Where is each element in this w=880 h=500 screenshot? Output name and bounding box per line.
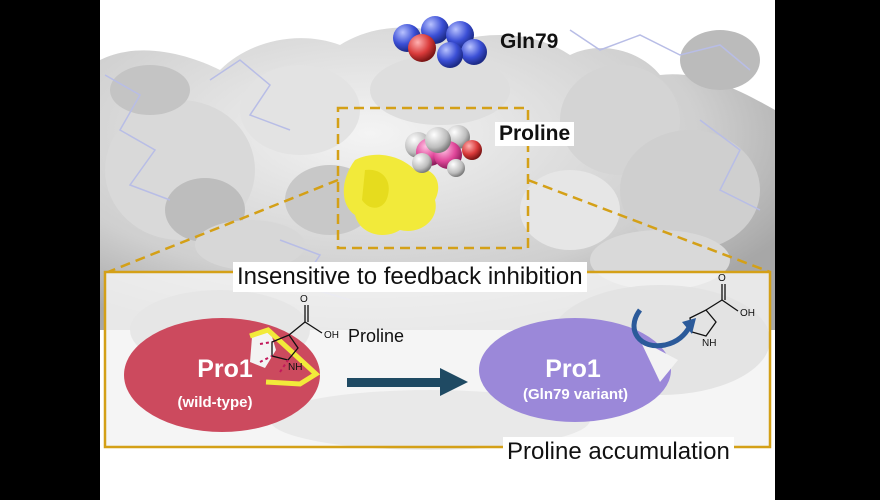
- bound-oh-label: OH: [324, 330, 339, 341]
- gln79-label: Gln79: [500, 30, 559, 53]
- free-o-label: O: [718, 273, 726, 284]
- variant-enzyme-subtitle: (Gln79 variant): [522, 386, 629, 403]
- variant-enzyme-name: Pro1: [545, 355, 601, 383]
- bound-nh-label: NH: [288, 362, 302, 373]
- proline-ligand-label: Proline: [348, 326, 405, 346]
- release-arrow: [631, 308, 696, 349]
- wild-type-enzyme-name: Pro1: [197, 355, 253, 383]
- conversion-arrow: [347, 368, 468, 396]
- proline-structure-bound: [259, 305, 323, 373]
- protein-surface-illustration: O OH NH O OH NH: [100, 16, 775, 450]
- protein-surface: [100, 27, 775, 330]
- free-oh-label: OH: [740, 308, 755, 319]
- binding-pocket-outline: [249, 327, 321, 387]
- free-nh-label: NH: [702, 338, 716, 349]
- bound-o-label: O: [300, 294, 308, 305]
- wild-type-enzyme-shape: [124, 318, 321, 432]
- wild-type-enzyme-subtitle: (wild-type): [177, 394, 253, 411]
- variant-enzyme-shape: [479, 318, 678, 422]
- proline-ligand-spheres: [405, 125, 482, 177]
- gln79-spheres: [393, 16, 487, 68]
- binding-site-surface: [343, 154, 439, 235]
- feedback-inhibition-title: Insensitive to feedback inhibition: [233, 262, 587, 292]
- proline-site-label: Proline: [495, 122, 575, 146]
- proline-accumulation-label: Proline accumulation: [503, 437, 734, 467]
- figure-canvas: O OH NH O OH NH Gln79 Proline Insensitiv…: [100, 0, 775, 500]
- zoom-highlight: [107, 106, 771, 274]
